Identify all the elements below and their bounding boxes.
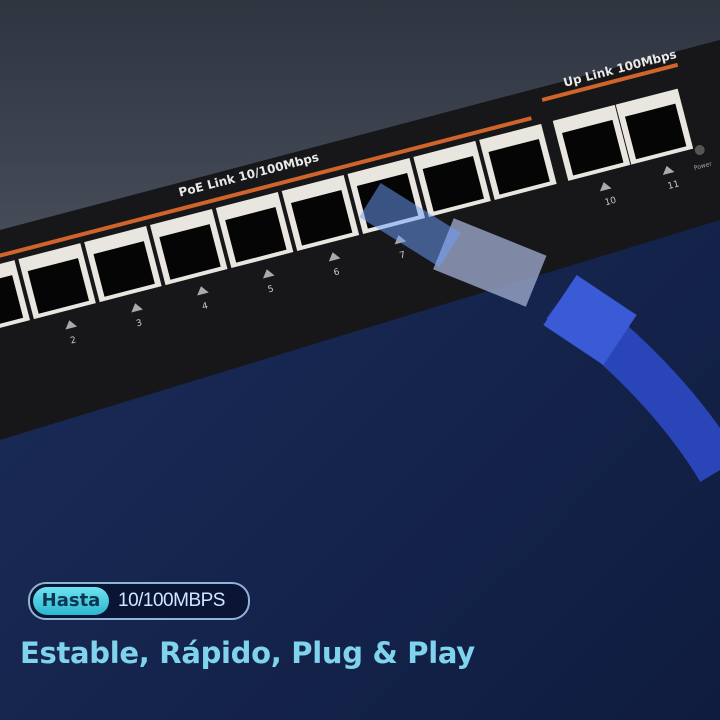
port-socket	[290, 190, 353, 246]
port-number: 2	[69, 335, 77, 346]
port-socket	[422, 155, 485, 212]
power-label: Power	[693, 160, 713, 171]
port-socket	[27, 258, 90, 314]
port-socket	[159, 224, 221, 280]
switch-top	[0, 0, 720, 230]
port-number: 3	[135, 318, 143, 329]
port-number: 7	[399, 250, 407, 261]
port-socket	[225, 207, 287, 263]
port-number: 6	[333, 267, 341, 278]
badge-value: 10/100MBPS	[118, 590, 225, 611]
port-led-icon	[262, 269, 275, 279]
port-socket	[93, 241, 155, 297]
speed-badge: Hasta 10/100MBPS	[28, 582, 250, 620]
orange-trim	[0, 116, 532, 266]
port-number: 10	[604, 196, 618, 209]
ethernet-cable	[359, 183, 720, 482]
power-led	[694, 145, 705, 156]
port-number: 5	[267, 284, 275, 295]
port-led-icon	[328, 252, 341, 262]
uplink-trim	[541, 62, 679, 102]
port-number: 4	[201, 301, 209, 312]
port-socket	[562, 119, 624, 176]
port-socket	[488, 138, 550, 195]
port-socket	[625, 103, 687, 160]
port-socket	[0, 275, 24, 331]
port-led-icon	[197, 286, 209, 296]
port-number: 11	[667, 179, 681, 192]
port-led-icon	[599, 182, 612, 192]
badge-tag: Hasta	[33, 587, 109, 615]
port-led-icon	[662, 165, 675, 176]
port-led-icon	[65, 320, 78, 330]
headline: Estable, Rápido, Plug & Play	[20, 636, 475, 670]
rj45-plug	[433, 218, 547, 307]
port-led-icon	[131, 303, 143, 313]
